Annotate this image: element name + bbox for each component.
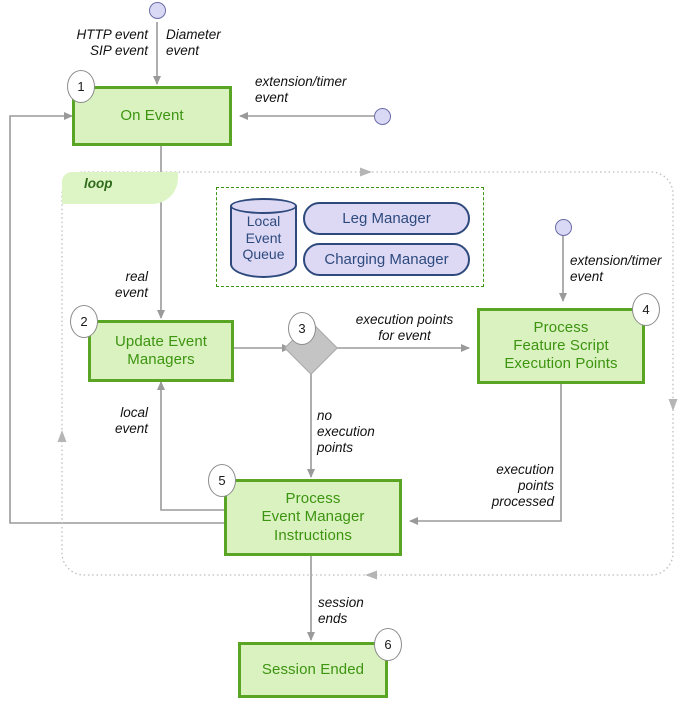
edge-label-http-sip-event: HTTP event SIP event: [76, 27, 148, 59]
node-update-event-managers-label: Update Event Managers: [114, 332, 208, 368]
edge-label-session-ends: session ends: [318, 595, 364, 627]
edge-label-local-event: local event: [114, 405, 148, 437]
node-process-event-manager-instructions[interactable]: Process Event Manager Instructions: [224, 479, 402, 556]
node-on-event-badge: 1: [67, 70, 95, 103]
edge-label-execution-points-for-event: execution points for event: [355, 312, 454, 344]
charging-manager-label: Charging Manager: [324, 251, 449, 268]
node-process-feature-script-label: Process Feature Script Execution Points: [504, 318, 618, 373]
leg-manager[interactable]: Leg Manager: [303, 202, 470, 235]
edge-label-no-execution-points: no execution points: [317, 408, 375, 456]
edge-label-real-event: real event: [114, 269, 148, 301]
local-event-queue-datastore: Local Event Queue: [230, 198, 297, 278]
edge-label-extension-timer-top: extension/timer event: [255, 74, 347, 106]
start-node-extension-timer-top: [374, 108, 391, 125]
node-process-event-manager-label: Process Event Manager Instructions: [261, 490, 365, 544]
loop-region-label: loop: [62, 172, 178, 204]
node-process-feature-script-execution-points[interactable]: Process Feature Script Execution Points: [477, 308, 645, 384]
local-event-queue-label: Local Event Queue: [242, 213, 285, 263]
node-on-event[interactable]: On Event: [72, 86, 232, 146]
charging-manager[interactable]: Charging Manager: [303, 243, 470, 276]
start-node-diameter-event: [149, 2, 166, 19]
node-process-event-manager-badge: 5: [208, 464, 236, 497]
node-on-event-label: On Event: [120, 106, 184, 124]
leg-manager-label: Leg Manager: [342, 210, 431, 227]
edge-label-execution-points-processed: execution points processed: [491, 462, 554, 510]
node-update-event-managers-badge: 2: [70, 305, 98, 338]
node-session-ended[interactable]: Session Ended: [238, 642, 388, 698]
edge-label-diameter-event: Diameter event: [166, 27, 221, 59]
node-update-event-managers[interactable]: Update Event Managers: [88, 320, 234, 382]
node-session-ended-label: Session Ended: [261, 660, 365, 678]
start-node-extension-timer-right: [555, 219, 572, 236]
node-process-feature-script-badge: 4: [632, 293, 660, 326]
node-decision-badge: 3: [288, 312, 316, 345]
edge-label-extension-timer-right: extension/timer event: [570, 253, 662, 285]
node-session-ended-badge: 6: [374, 628, 402, 661]
